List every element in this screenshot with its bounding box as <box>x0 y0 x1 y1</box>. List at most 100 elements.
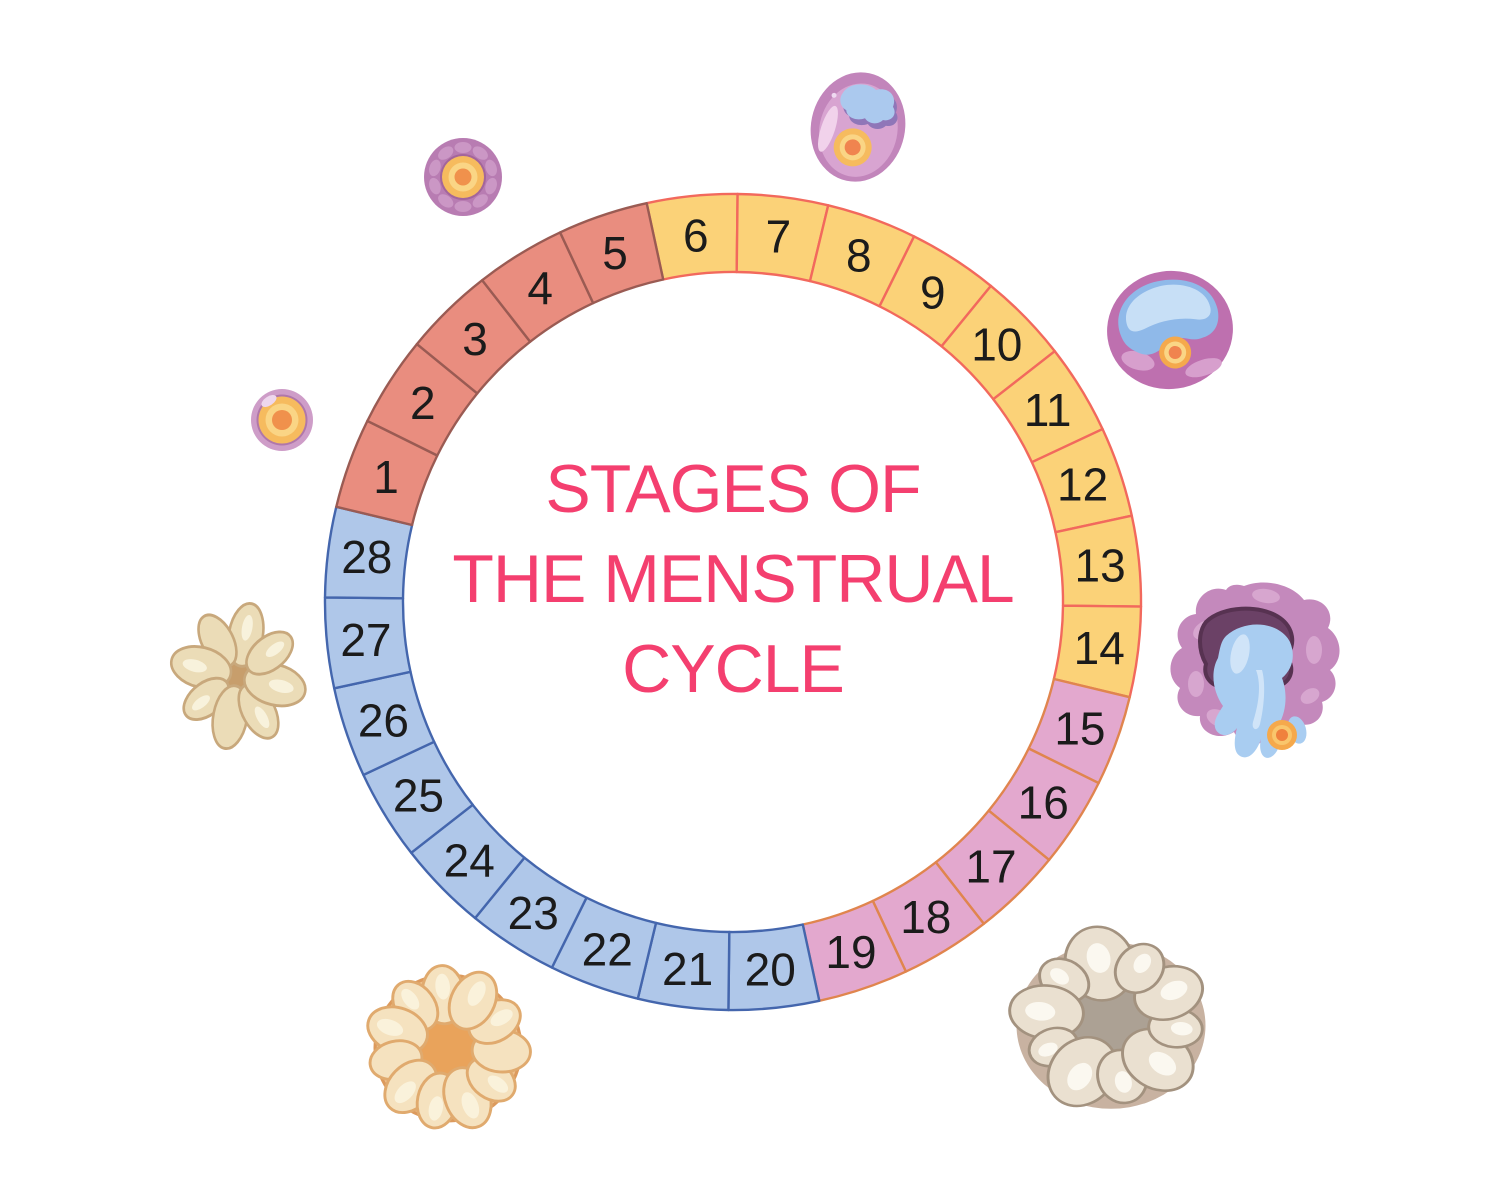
day-label-13: 13 <box>1075 539 1126 591</box>
day-label-10: 10 <box>971 319 1022 371</box>
antrum <box>840 84 895 124</box>
lobe-highlight <box>1025 1001 1056 1021</box>
mature-follicle-illustration <box>1107 270 1233 390</box>
corpus-luteum-illustration <box>366 964 532 1130</box>
pebbles <box>1008 925 1204 1108</box>
day-label-26: 26 <box>358 695 409 747</box>
day-segment-5 <box>558 202 665 305</box>
day-label-2: 2 <box>410 377 436 429</box>
title-line-2: THE MENSTRUAL <box>452 541 1014 617</box>
title-line-3: CYCLE <box>622 631 845 707</box>
day-label-4: 4 <box>527 262 553 314</box>
day-label-15: 15 <box>1054 702 1105 754</box>
secondary-follicle-illustration <box>810 72 906 182</box>
lobe-highlight <box>192 695 210 711</box>
lobe-highlight <box>182 659 207 673</box>
lobe <box>485 159 497 177</box>
lobe-highlight <box>265 641 285 657</box>
day-label-14: 14 <box>1074 622 1125 674</box>
antrum-highlight <box>1125 284 1211 332</box>
day-label-22: 22 <box>582 923 633 975</box>
day-label-3: 3 <box>462 313 488 365</box>
inner-patch <box>1185 358 1222 378</box>
lobe <box>454 142 472 153</box>
wall-patch <box>1188 671 1204 697</box>
day-label-12: 12 <box>1057 459 1108 511</box>
lobe-highlight <box>1170 1021 1193 1036</box>
fluid-highlight <box>1230 634 1250 674</box>
wall-patch <box>1252 588 1280 604</box>
corpus-albicans-illustration <box>169 601 307 751</box>
day-label-20: 20 <box>745 944 796 996</box>
day-label-9: 9 <box>920 266 946 318</box>
lobe <box>472 194 488 208</box>
day-label-21: 21 <box>662 943 713 995</box>
lobe-highlight <box>376 1018 404 1036</box>
oocyte-core <box>1168 345 1182 359</box>
lobe-highlight <box>1038 1042 1058 1057</box>
day-label-7: 7 <box>766 210 792 262</box>
lobe-highlight <box>435 973 451 1000</box>
day-label-6: 6 <box>683 209 709 261</box>
day-label-16: 16 <box>1018 776 1069 828</box>
lobe-highlight <box>467 981 486 1006</box>
day-label-24: 24 <box>444 835 495 887</box>
title-line-1: STAGES OF <box>545 451 921 527</box>
lobe <box>438 146 454 160</box>
day-label-28: 28 <box>341 531 392 583</box>
wall-patch <box>1300 688 1320 704</box>
day-label-17: 17 <box>965 840 1016 892</box>
primordial-follicle-illustration <box>251 389 313 451</box>
lobe-highlight <box>1086 943 1111 973</box>
oocyte-core <box>454 168 472 186</box>
lobe <box>472 146 488 160</box>
petals <box>169 601 307 751</box>
diagram-title: STAGES OF THE MENSTRUAL CYCLE <box>383 444 1083 714</box>
ovum-core <box>1276 729 1288 741</box>
lobe-highlight <box>461 1092 480 1119</box>
lobe-highlight <box>428 1096 444 1121</box>
lobe-highlight <box>268 679 294 694</box>
lobe-highlight <box>241 614 253 641</box>
lobe-highlight <box>1148 1051 1177 1076</box>
day-label-27: 27 <box>340 614 391 666</box>
corpus-luteum-regressing-illustration <box>1008 925 1206 1109</box>
highlight <box>261 395 277 407</box>
day-label-19: 19 <box>825 926 876 978</box>
fluid-highlight <box>1252 670 1265 730</box>
lobe-highlight <box>490 1009 513 1027</box>
lobes <box>366 964 532 1130</box>
lobe-highlight <box>254 706 270 729</box>
lobe-highlight <box>1160 980 1188 1001</box>
wall-patch <box>1306 636 1322 664</box>
lobe-highlight <box>487 1075 509 1093</box>
lobe-highlight <box>1133 953 1152 974</box>
lobe-highlight <box>394 1081 416 1104</box>
granulosa-cells <box>429 142 497 212</box>
lobe <box>438 194 454 208</box>
day-label-23: 23 <box>508 887 559 939</box>
primary-follicle-illustration <box>424 138 502 216</box>
day-label-25: 25 <box>393 769 444 821</box>
lobe-highlight <box>1067 1062 1093 1091</box>
lobe <box>485 177 497 195</box>
inner-patch <box>1121 350 1155 371</box>
lobe <box>429 177 441 195</box>
day-label-1: 1 <box>373 451 399 503</box>
day-label-8: 8 <box>846 230 872 282</box>
highlight-dot <box>831 92 837 98</box>
day-label-11: 11 <box>1024 384 1072 436</box>
day-label-18: 18 <box>900 891 951 943</box>
lobe <box>454 201 472 212</box>
lobe <box>429 159 441 177</box>
lobe-highlight <box>1114 1071 1132 1093</box>
ovulation-ruptured-follicle-illustration <box>1170 582 1340 758</box>
highlight <box>818 105 838 152</box>
lobe-highlight <box>1050 968 1069 985</box>
day-label-5: 5 <box>602 227 628 279</box>
oocyte-core <box>272 410 292 430</box>
lobe-highlight <box>401 988 420 1010</box>
oocyte-core <box>844 139 861 156</box>
